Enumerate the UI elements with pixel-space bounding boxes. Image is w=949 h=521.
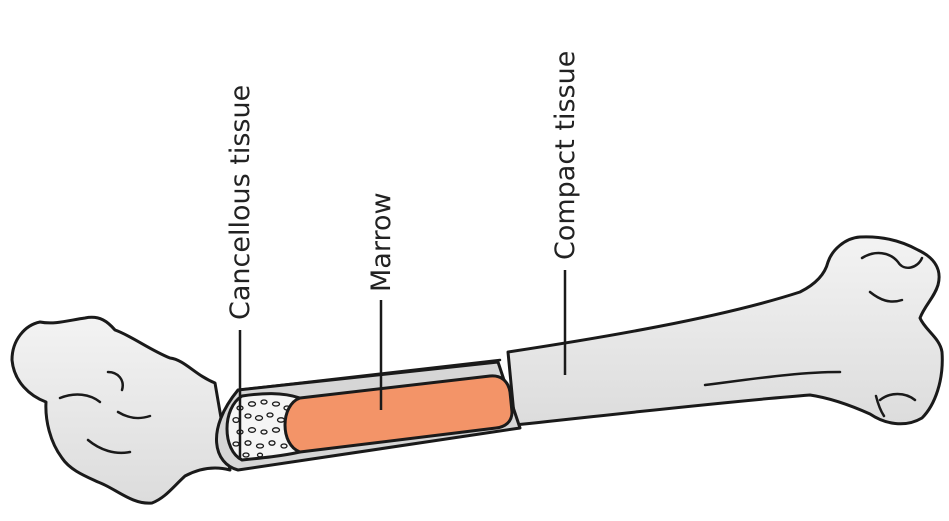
femur-head <box>12 317 230 503</box>
marrow-label: Marrow <box>366 192 397 292</box>
cancellous-tissue-label: Cancellous tissue <box>225 85 256 320</box>
compact-tissue-label: Compact tissue <box>550 51 581 260</box>
